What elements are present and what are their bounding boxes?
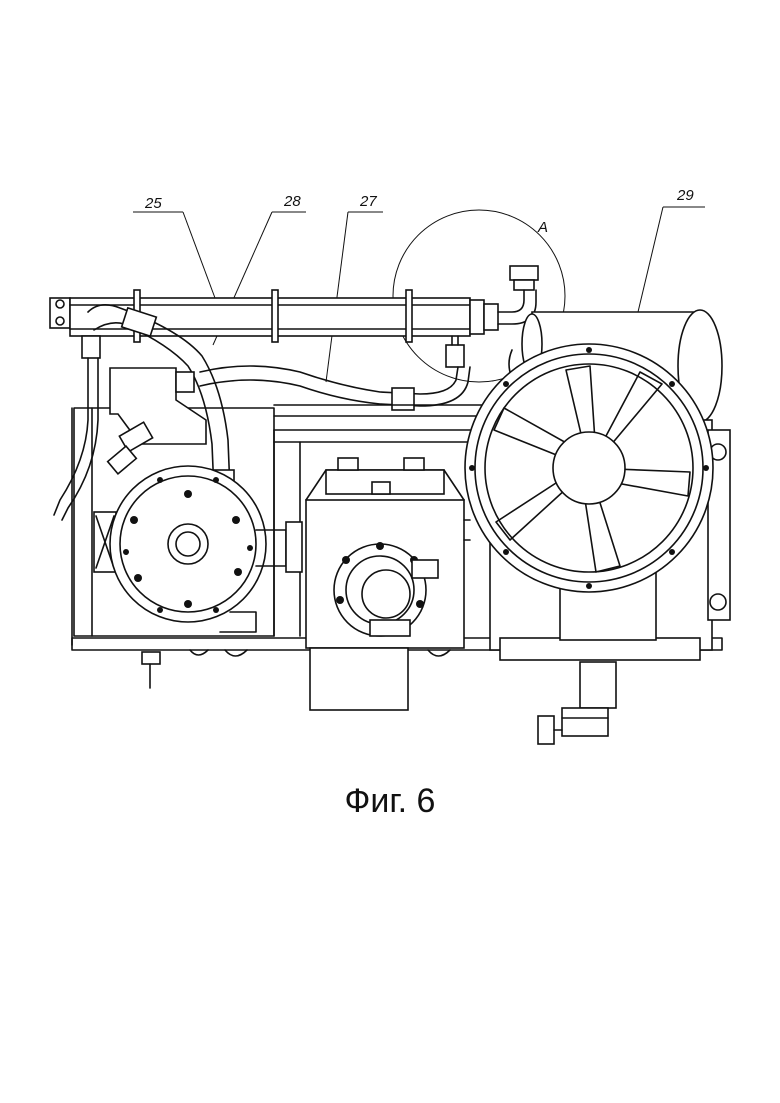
reference-label-27: 27 — [359, 193, 377, 210]
figure-caption: Фиг. 6 — [0, 782, 780, 821]
reference-label-25: 25 — [144, 195, 162, 212]
center-housing — [306, 458, 470, 710]
cooler-29 — [465, 310, 730, 744]
manifold-25 — [50, 266, 538, 367]
reference-label-28: 28 — [283, 193, 301, 210]
valve-block — [108, 368, 206, 474]
reference-label-29: 29 — [676, 187, 694, 204]
